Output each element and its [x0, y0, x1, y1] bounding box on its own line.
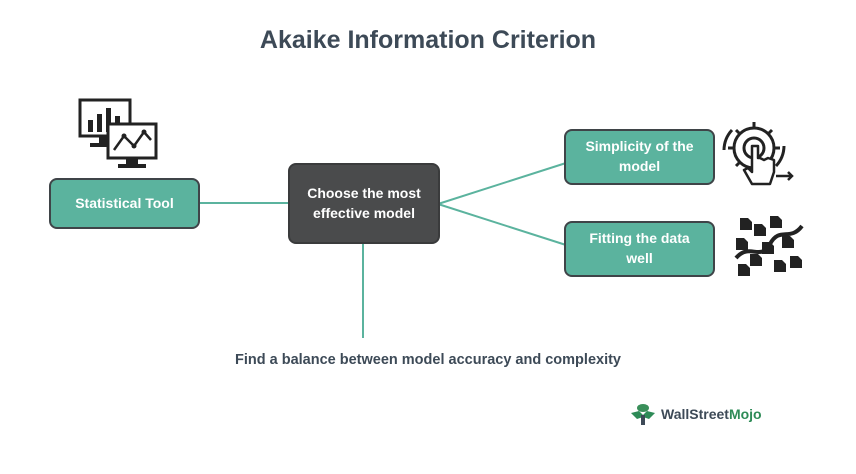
- simplicity-node: Simplicity of the model: [564, 129, 715, 185]
- gear-touch-icon: [722, 122, 794, 186]
- center-node-label: Choose the most effective model: [307, 184, 421, 221]
- brand-name: WallStreetMojo: [661, 406, 762, 422]
- center-node: Choose the most effective model: [288, 163, 440, 244]
- simplicity-label: Simplicity of the model: [585, 138, 694, 174]
- connector-top-right: [437, 162, 567, 205]
- bottom-note: Find a balance between model accuracy an…: [235, 352, 621, 368]
- scattered-data-icon: [734, 216, 804, 276]
- statistical-tool-node: Statistical Tool: [49, 178, 200, 229]
- fitting-data-label: Fitting the data well: [589, 230, 690, 266]
- diagram-title: Akaike Information Criterion: [259, 26, 597, 54]
- computer-chart-icon: [78, 98, 158, 168]
- brand-logo-icon: [631, 404, 655, 425]
- fitting-data-node: Fitting the data well: [564, 221, 715, 277]
- brand-logo: WallStreetMojo: [629, 401, 762, 427]
- connector-bottom-right: [437, 203, 567, 246]
- statistical-tool-label: Statistical Tool: [75, 194, 174, 211]
